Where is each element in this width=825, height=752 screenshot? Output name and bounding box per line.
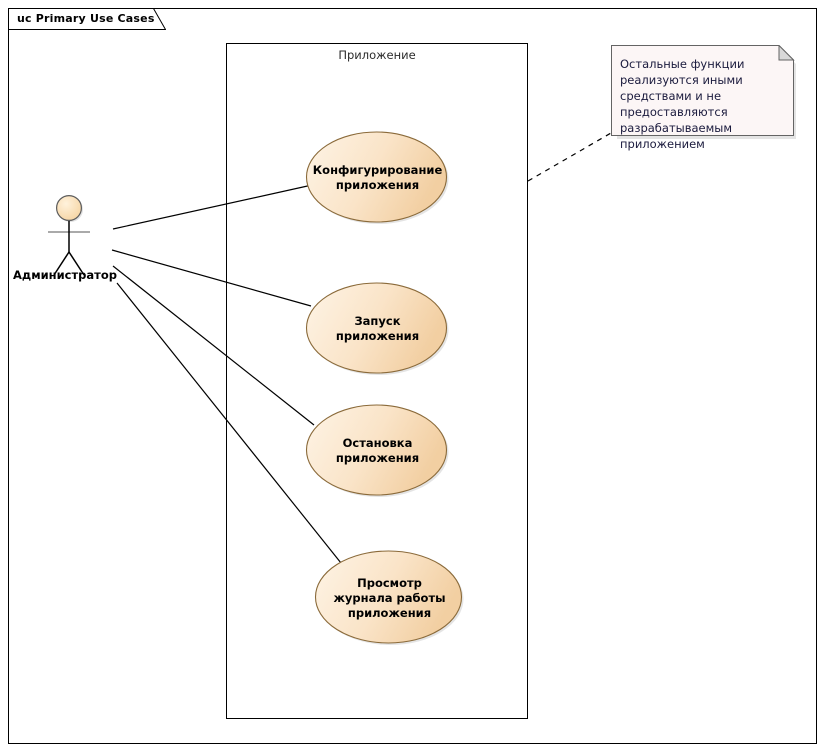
frame-tab-shape-icon bbox=[8, 8, 166, 30]
actor-administrator[interactable] bbox=[38, 180, 118, 285]
actor-head-icon bbox=[56, 195, 82, 221]
note-other-functions[interactable]: Остальные функции реализуются иными сред… bbox=[611, 44, 799, 151]
use-case-start-application[interactable]: Запуск приложения bbox=[305, 281, 450, 377]
use-case-label: Просмотр журнала работы приложения bbox=[333, 575, 446, 620]
use-case-label: Остановка приложения bbox=[335, 436, 420, 465]
use-case-ellipse-shape bbox=[305, 131, 449, 224]
use-case-label: Запуск приложения bbox=[335, 314, 420, 343]
frame-title-label: uc Primary Use Cases bbox=[17, 12, 155, 25]
use-case-view-application-log[interactable]: Просмотр журнала работы приложения bbox=[313, 549, 466, 647]
use-case-label: Конфигурирование приложения bbox=[312, 163, 443, 192]
actor-left-leg-icon bbox=[53, 251, 70, 276]
system-boundary-label: Приложение bbox=[338, 48, 416, 62]
use-case-ellipse-shape bbox=[305, 282, 449, 375]
note-text: Остальные функции реализуются иными сред… bbox=[620, 57, 745, 151]
note-shape-icon bbox=[611, 44, 796, 139]
use-case-configure-application[interactable]: Конфигурирование приложения bbox=[305, 130, 450, 226]
actor-administrator-label: Администратор bbox=[13, 268, 117, 282]
actor-right-leg-icon bbox=[68, 251, 85, 276]
use-case-ellipse-shape bbox=[305, 404, 449, 497]
use-case-ellipse-shape bbox=[314, 550, 464, 645]
use-case-stop-application[interactable]: Остановка приложения bbox=[305, 403, 450, 499]
